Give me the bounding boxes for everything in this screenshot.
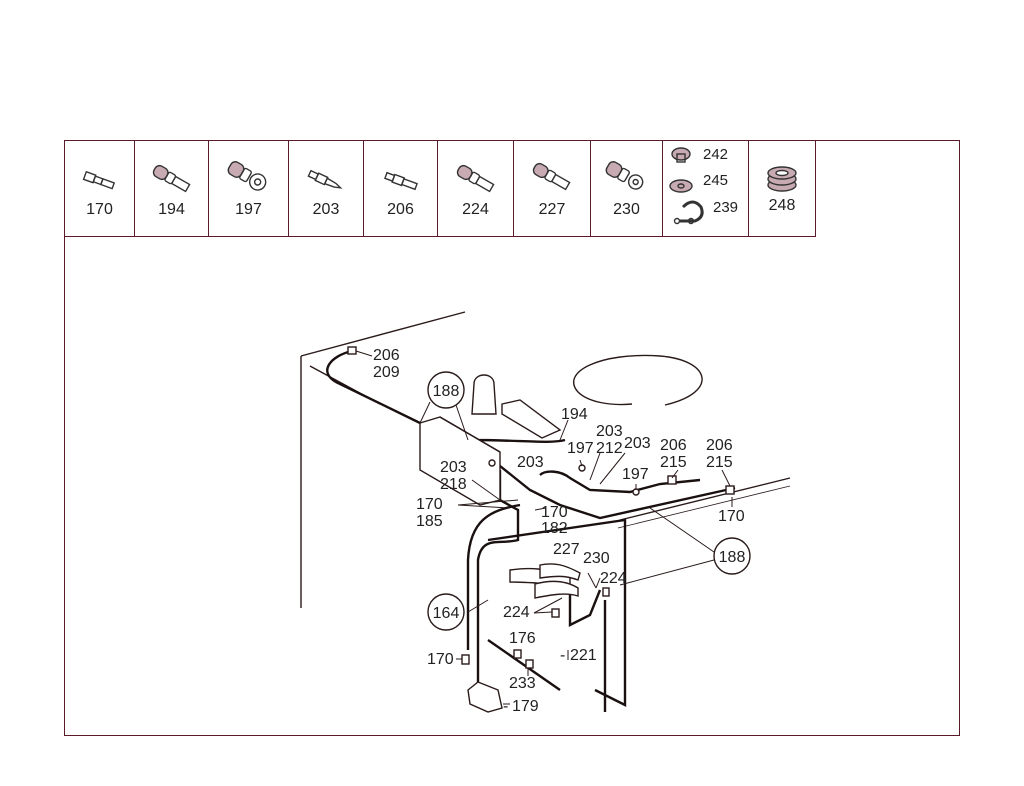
label: 194: [561, 406, 588, 423]
legend-cell-206: 206: [364, 141, 438, 236]
svg-text:188: 188: [433, 383, 460, 400]
legend-cell-248: 248: [749, 141, 815, 236]
callout-164: 164: [427, 593, 465, 631]
legend-number-clamp: 239: [713, 199, 739, 216]
parts-legend: 170 194 197 203: [65, 141, 816, 237]
label: 212: [596, 440, 623, 457]
label: 215: [706, 454, 733, 471]
pin-connector-icon: [307, 169, 343, 189]
legend-number-washer: 245: [703, 172, 729, 189]
label: 206: [373, 347, 400, 364]
leader-lines: [355, 350, 733, 705]
label: 224: [503, 604, 530, 621]
grommet-icon: [767, 166, 797, 192]
label: 203: [624, 435, 651, 452]
label: 170: [541, 504, 568, 521]
dash: -: [503, 698, 508, 715]
legend-number: 206: [387, 201, 414, 218]
label: 170: [427, 651, 454, 668]
legend-cell-197: 197: [209, 141, 289, 236]
label: 185: [416, 513, 443, 530]
legend-number: 197: [235, 201, 262, 218]
label: 224: [600, 570, 627, 587]
legend-number: 203: [312, 201, 340, 218]
label: 170: [718, 508, 745, 525]
legend-number-screw: 242: [703, 146, 729, 163]
vehicle-body-outline: [300, 311, 791, 608]
legend-cell-194: 194: [135, 141, 209, 236]
label: 197: [622, 466, 649, 483]
flat-connector-icon: [384, 171, 418, 191]
svg-text:164: 164: [433, 605, 460, 622]
label: 221: [570, 647, 597, 664]
legend-number: 227: [538, 201, 566, 218]
legend-number: 224: [462, 201, 489, 218]
label: 206: [660, 437, 687, 454]
label: 227: [553, 541, 580, 558]
label: 176: [509, 630, 536, 647]
label: 218: [440, 476, 467, 493]
diagram-frame: 170 194 197 203: [64, 140, 960, 736]
legend-number: 248: [768, 197, 796, 214]
legend-cell-227: 227: [514, 141, 591, 236]
legend-cell-224: 224: [438, 141, 514, 236]
legend-cell-170: 170: [65, 141, 135, 236]
label: 209: [373, 364, 400, 381]
insulated-spade-icon: [532, 162, 571, 191]
connector-block: [467, 681, 503, 713]
label: 179: [512, 698, 539, 715]
legend-cell-hardware: 242 245 239: [663, 141, 749, 236]
svg-text:188: 188: [719, 549, 746, 566]
callout-188-right: 188: [713, 537, 751, 575]
horn-3: [539, 563, 581, 581]
legend-number: 194: [158, 201, 185, 218]
spade-connector-icon: [82, 170, 116, 190]
label: 215: [660, 454, 687, 471]
label: 203: [517, 454, 544, 471]
ring-terminal-icon: [605, 161, 644, 190]
label: 203: [596, 423, 623, 440]
label: 230: [583, 550, 610, 567]
screw-washer-clamp-icon: [669, 147, 704, 225]
callout-188-top: 188: [427, 371, 465, 409]
label: 182: [541, 520, 568, 537]
dash: -: [560, 647, 565, 664]
part-labels: 206 209 194 203 197 212 203 206 215 206 …: [373, 347, 745, 715]
legend-number: 230: [613, 201, 640, 218]
label: 197: [567, 440, 594, 457]
horn-2: [534, 580, 579, 599]
beacon-lamp: [471, 374, 497, 415]
harness-wires: [326, 349, 736, 712]
insulated-spade-icon: [152, 164, 191, 193]
legend-cell-203: 203: [289, 141, 364, 236]
legend-cell-230: 230: [591, 141, 663, 236]
ring-terminal-icon: [227, 161, 267, 191]
label: 206: [706, 437, 733, 454]
label: 170: [416, 496, 443, 513]
switch-module: [501, 399, 562, 439]
components: [347, 346, 735, 713]
insulated-spade-icon: [456, 164, 495, 193]
label: 203: [440, 459, 467, 476]
label: 233: [509, 675, 536, 692]
legend-number: 170: [86, 201, 113, 218]
